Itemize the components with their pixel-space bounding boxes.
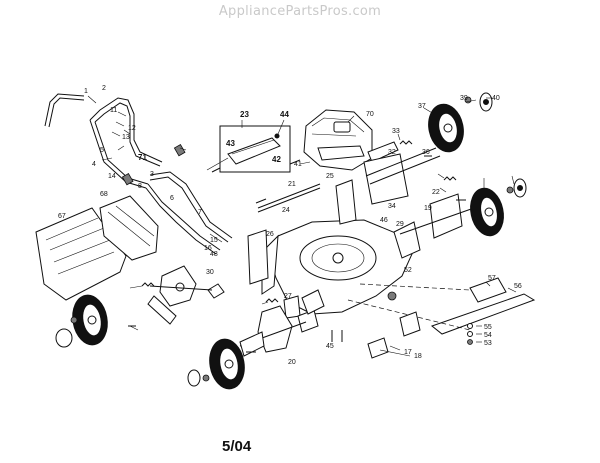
callout-56: 56 bbox=[514, 283, 522, 290]
bolts bbox=[128, 155, 466, 353]
callout-19: 19 bbox=[424, 205, 432, 212]
callout-46: 46 bbox=[380, 217, 388, 224]
callout-6: 6 bbox=[170, 195, 174, 202]
callout-20: 20 bbox=[288, 359, 296, 366]
blade-assembly bbox=[347, 277, 536, 359]
callout-34: 34 bbox=[388, 203, 396, 210]
callout-30: 30 bbox=[206, 269, 214, 276]
callout-25: 25 bbox=[326, 173, 334, 180]
callout-44: 44 bbox=[280, 110, 289, 119]
callout-26: 26 bbox=[266, 231, 274, 238]
engine bbox=[303, 109, 373, 171]
callout-67: 67 bbox=[58, 213, 66, 220]
callout-39: 39 bbox=[460, 95, 468, 102]
mower-deck bbox=[247, 219, 413, 319]
callout-55: 55 bbox=[484, 324, 492, 331]
callout-21: 21 bbox=[288, 181, 296, 188]
handle-knob bbox=[121, 172, 134, 186]
callout-52: 52 bbox=[404, 267, 412, 274]
callout-15: 15 bbox=[210, 237, 218, 244]
callout-53: 53 bbox=[484, 340, 492, 347]
callout-7: 7 bbox=[198, 209, 202, 216]
callout-70: 70 bbox=[366, 111, 374, 118]
callout-71: 71 bbox=[138, 153, 147, 162]
callout-16: 16 bbox=[204, 245, 212, 252]
callout-54: 54 bbox=[484, 332, 492, 339]
callout-48: 48 bbox=[210, 251, 218, 258]
detail-box bbox=[219, 125, 291, 173]
callout-33: 33 bbox=[392, 128, 400, 135]
wheel-rear-right bbox=[209, 338, 245, 390]
callout-37: 37 bbox=[418, 103, 426, 110]
wheel-front-lower bbox=[470, 187, 504, 237]
upper-handle bbox=[89, 97, 163, 163]
callout-14: 14 bbox=[108, 173, 116, 180]
callout-18: 18 bbox=[414, 353, 422, 360]
rear-door bbox=[247, 229, 269, 285]
callout-23: 23 bbox=[240, 110, 249, 119]
rear-bracket bbox=[147, 265, 225, 325]
control-bar bbox=[44, 93, 85, 127]
revision-date: 5/04 bbox=[222, 438, 252, 455]
rear-height-bracket bbox=[239, 289, 325, 357]
callout-12: 12 bbox=[128, 125, 136, 132]
callout-68: 68 bbox=[100, 191, 108, 198]
callout-1: 1 bbox=[84, 88, 88, 95]
callout-labels: 1 2 3 4 5 6 7 8 11 12 13 14 15 16 17 18 … bbox=[58, 85, 522, 366]
callout-43: 43 bbox=[226, 139, 235, 148]
callout-29: 29 bbox=[396, 221, 404, 228]
front-axle bbox=[257, 141, 475, 259]
blade bbox=[430, 293, 536, 335]
blade-adapter bbox=[469, 277, 507, 303]
grass-catcher bbox=[35, 195, 159, 301]
callout-17: 17 bbox=[404, 349, 412, 356]
callout-24: 24 bbox=[282, 207, 290, 214]
lower-handle bbox=[149, 171, 233, 239]
callout-3: 3 bbox=[150, 171, 154, 178]
callout-41: 41 bbox=[294, 161, 302, 168]
handle-knob bbox=[173, 143, 186, 157]
callout-45: 45 bbox=[326, 343, 334, 350]
callout-4: 4 bbox=[92, 161, 96, 168]
callout-2: 2 bbox=[102, 85, 106, 92]
wheel-rear-left bbox=[72, 294, 108, 346]
callout-36: 36 bbox=[422, 149, 430, 156]
callout-11: 11 bbox=[110, 107, 117, 114]
springs bbox=[141, 140, 457, 303]
callout-57: 57 bbox=[488, 275, 496, 282]
wheel-front-upper bbox=[428, 103, 464, 153]
callout-27: 27 bbox=[284, 293, 292, 300]
handle-assembly bbox=[44, 93, 233, 255]
callout-32: 32 bbox=[388, 149, 396, 156]
bag-frame bbox=[99, 195, 159, 261]
callout-5: 5 bbox=[100, 147, 104, 154]
callout-13: 13 bbox=[122, 134, 130, 141]
callout-40: 40 bbox=[492, 95, 500, 102]
leader-lines bbox=[87, 95, 517, 373]
watermark: AppliancePartsPros.com bbox=[218, 4, 382, 19]
hubcaps bbox=[55, 92, 527, 387]
callout-42: 42 bbox=[272, 155, 281, 164]
callout-22: 22 bbox=[432, 189, 440, 196]
callout-8: 8 bbox=[138, 183, 142, 190]
height-adjuster-assembly bbox=[206, 125, 291, 173]
